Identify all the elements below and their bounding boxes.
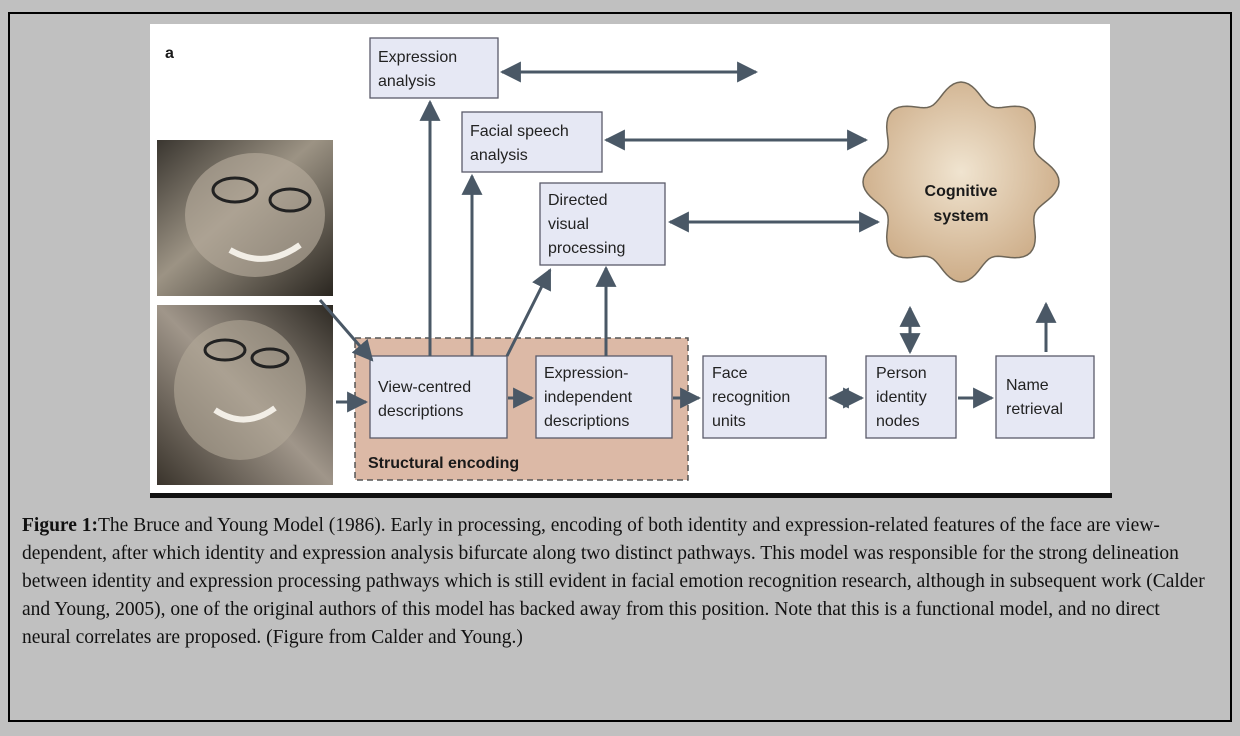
box-view-centred-descriptions: View-centred descriptions [369,355,508,439]
figure-rule [150,493,1112,498]
cognitive-system-line-2: system [933,208,988,225]
box-text: descriptions [544,413,629,430]
box-text: visual [548,216,589,233]
box-text: units [712,413,746,430]
box-text: Person [876,365,927,382]
box-text: analysis [378,73,436,90]
face-photo-top [157,140,333,296]
caption-label: Figure 1: [22,515,99,536]
caption-text: The Bruce and Young Model (1986). Early … [22,515,1205,648]
box-text: Directed [548,192,608,209]
box-text: independent [544,389,633,406]
arrows [318,61,1057,413]
box-text: Expression- [544,365,628,382]
cognitive-system-line-1: Cognitive [925,183,998,200]
figure-caption: Figure 1:The Bruce and Young Model (1986… [22,512,1212,652]
box-facial-speech-analysis: Facial speech analysis [461,111,603,173]
box-text: descriptions [378,403,463,420]
box-text: recognition [712,389,790,406]
arrow-view-directed [505,268,552,357]
box-text: Face [712,365,748,382]
box-text: analysis [470,147,528,164]
structural-encoding-label: Structural encoding [368,455,519,472]
panel-letter: a [165,45,174,62]
arrow-photo-top-view [318,299,374,362]
box-name-retrieval: Name retrieval [995,355,1095,439]
box-text: Name [1006,377,1049,394]
box-text: Facial speech [470,123,569,140]
box-text: View-centred [378,379,471,396]
box-text: processing [548,240,625,257]
cognitive-system-shape [862,81,1060,283]
box-expression-independent-descriptions: Expression- independent descriptions [535,355,673,439]
face-photo-bottom [157,305,333,485]
box-text: nodes [876,413,920,430]
box-face-recognition-units: Face recognition units [702,355,827,439]
box-expression-analysis: Expression analysis [369,37,499,99]
box-directed-visual-processing: Directed visual processing [539,182,666,266]
box-text: Expression [378,49,457,66]
box-text: identity [876,389,927,406]
box-person-identity-nodes: Person identity nodes [865,355,957,439]
box-text: retrieval [1006,401,1063,418]
